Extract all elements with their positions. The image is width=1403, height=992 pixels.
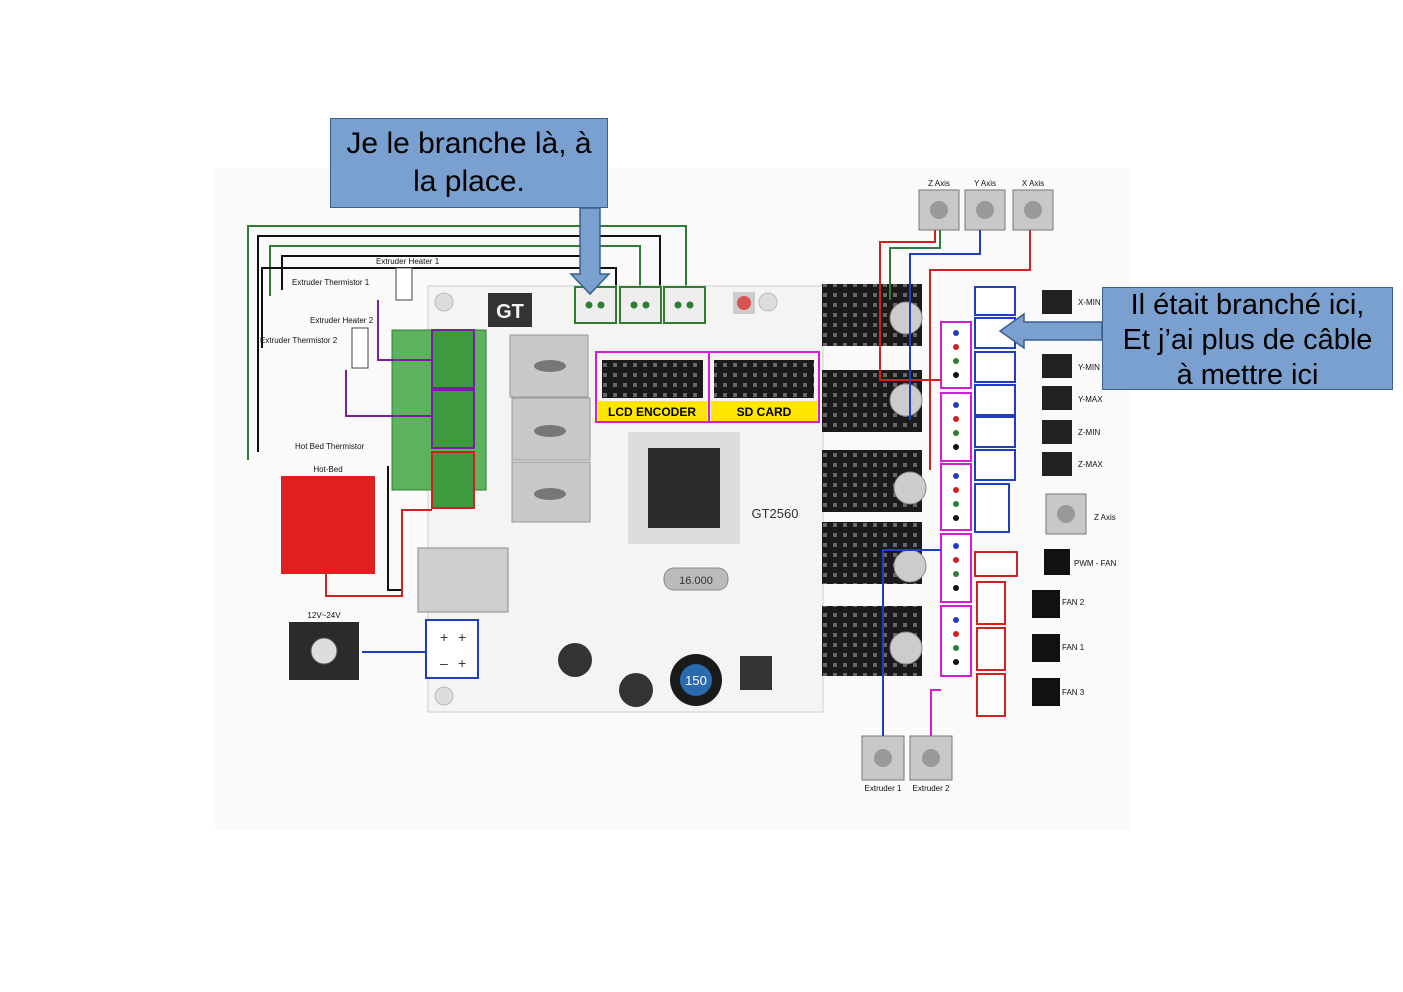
callout-top-line-2: la place. xyxy=(413,165,525,198)
crystal-label: 16.000 xyxy=(679,575,713,587)
fan-label-2: FAN 2 xyxy=(1062,598,1085,607)
board-model-label: GT2560 xyxy=(752,506,799,521)
top-connectors xyxy=(574,286,755,324)
motor-label-extruder-2: Extruder 2 xyxy=(913,784,950,793)
endstop-label-x-min: X-MIN xyxy=(1078,298,1101,307)
hot-bed-heater xyxy=(281,476,375,574)
sd-card-label: SD CARD xyxy=(737,405,792,419)
endstop-label-z-max: Z-MAX xyxy=(1078,460,1104,469)
stepper-motors: Z Axis Y Axis X Axis Z Axis Extruder 1 E… xyxy=(861,179,1116,793)
endstop-label-y-min: Y-MIN xyxy=(1078,363,1100,372)
callout-right-line-3: à mettre ici xyxy=(1176,359,1319,391)
fan-label-1: FAN 1 xyxy=(1062,643,1085,652)
driver-connector-pins xyxy=(953,330,959,665)
callout-right-line-2: Et j’ai plus de câble xyxy=(1122,324,1373,356)
callout-right: Il était branché ici, Et j’ai plus de câ… xyxy=(1102,287,1393,391)
left-components xyxy=(325,300,432,653)
label-extruder-thermistor-1: Extruder Thermistor 1 xyxy=(292,278,370,287)
label-hot-bed-thermistor: Hot Bed Thermistor xyxy=(295,442,365,451)
endstop-switches: X-MIN Y-MIN Y-MAX Z-MIN Z-MAX xyxy=(1042,290,1104,476)
callout-top-line-1: Je le branche là, à xyxy=(346,127,592,160)
inductor-label: 150 xyxy=(685,673,707,688)
mcu-chip: GT2560 16.000 xyxy=(628,432,799,591)
callout-right-line-1: Il était branché ici, xyxy=(1130,289,1365,321)
label-extruder-heater-2: Extruder Heater 2 xyxy=(310,316,374,325)
motor-label-z-right: Z Axis xyxy=(1094,513,1116,522)
lcd-encoder-label: LCD ENCODER xyxy=(608,405,696,419)
callout-top: Je le branche là, à la place. xyxy=(330,118,608,208)
terminal-blocks xyxy=(391,329,487,509)
motor-label-z: Z Axis xyxy=(928,179,950,188)
svg-text:–: – xyxy=(440,655,448,671)
endstop-connectors xyxy=(974,286,1016,533)
fans: PWM - FAN FAN 2 FAN 1 FAN 3 xyxy=(1032,549,1116,706)
extruder-heater-2 xyxy=(351,327,369,369)
fan-label-pwm: PWM - FAN xyxy=(1074,559,1116,568)
mosfets xyxy=(509,334,591,523)
endstop-label-y-max: Y-MAX xyxy=(1078,395,1103,404)
arrow-down xyxy=(569,207,611,296)
label-extruder-heater-1: Extruder Heater 1 xyxy=(376,257,440,266)
top-wires xyxy=(247,225,687,460)
fan-label-3: FAN 3 xyxy=(1062,688,1085,697)
svg-text:+: + xyxy=(440,629,448,645)
motor-label-x: X Axis xyxy=(1022,179,1044,188)
svg-text:+: + xyxy=(458,655,466,671)
fan-connectors xyxy=(974,551,1018,717)
power-supply-knob xyxy=(310,637,338,665)
svg-text:+: + xyxy=(458,629,466,645)
label-hot-bed: Hot-Bed xyxy=(313,465,342,474)
arrow-left xyxy=(998,312,1103,350)
motor-wires xyxy=(879,230,1031,736)
motor-label-extruder-1: Extruder 1 xyxy=(865,784,902,793)
motor-label-y: Y Axis xyxy=(974,179,996,188)
lcd-sd-headers: LCD ENCODER SD CARD xyxy=(595,351,820,423)
endstop-label-z-min: Z-MIN xyxy=(1078,428,1100,437)
svg-text:GT: GT xyxy=(496,301,524,323)
usb-power-section: ++ –+ 150 xyxy=(417,547,772,707)
power-supply-label: 12V~24V xyxy=(307,611,341,620)
extruder-heater-1 xyxy=(395,267,413,301)
label-extruder-thermistor-2: Extruder Thermistor 2 xyxy=(260,336,338,345)
pcb-board: GT xyxy=(427,285,824,713)
